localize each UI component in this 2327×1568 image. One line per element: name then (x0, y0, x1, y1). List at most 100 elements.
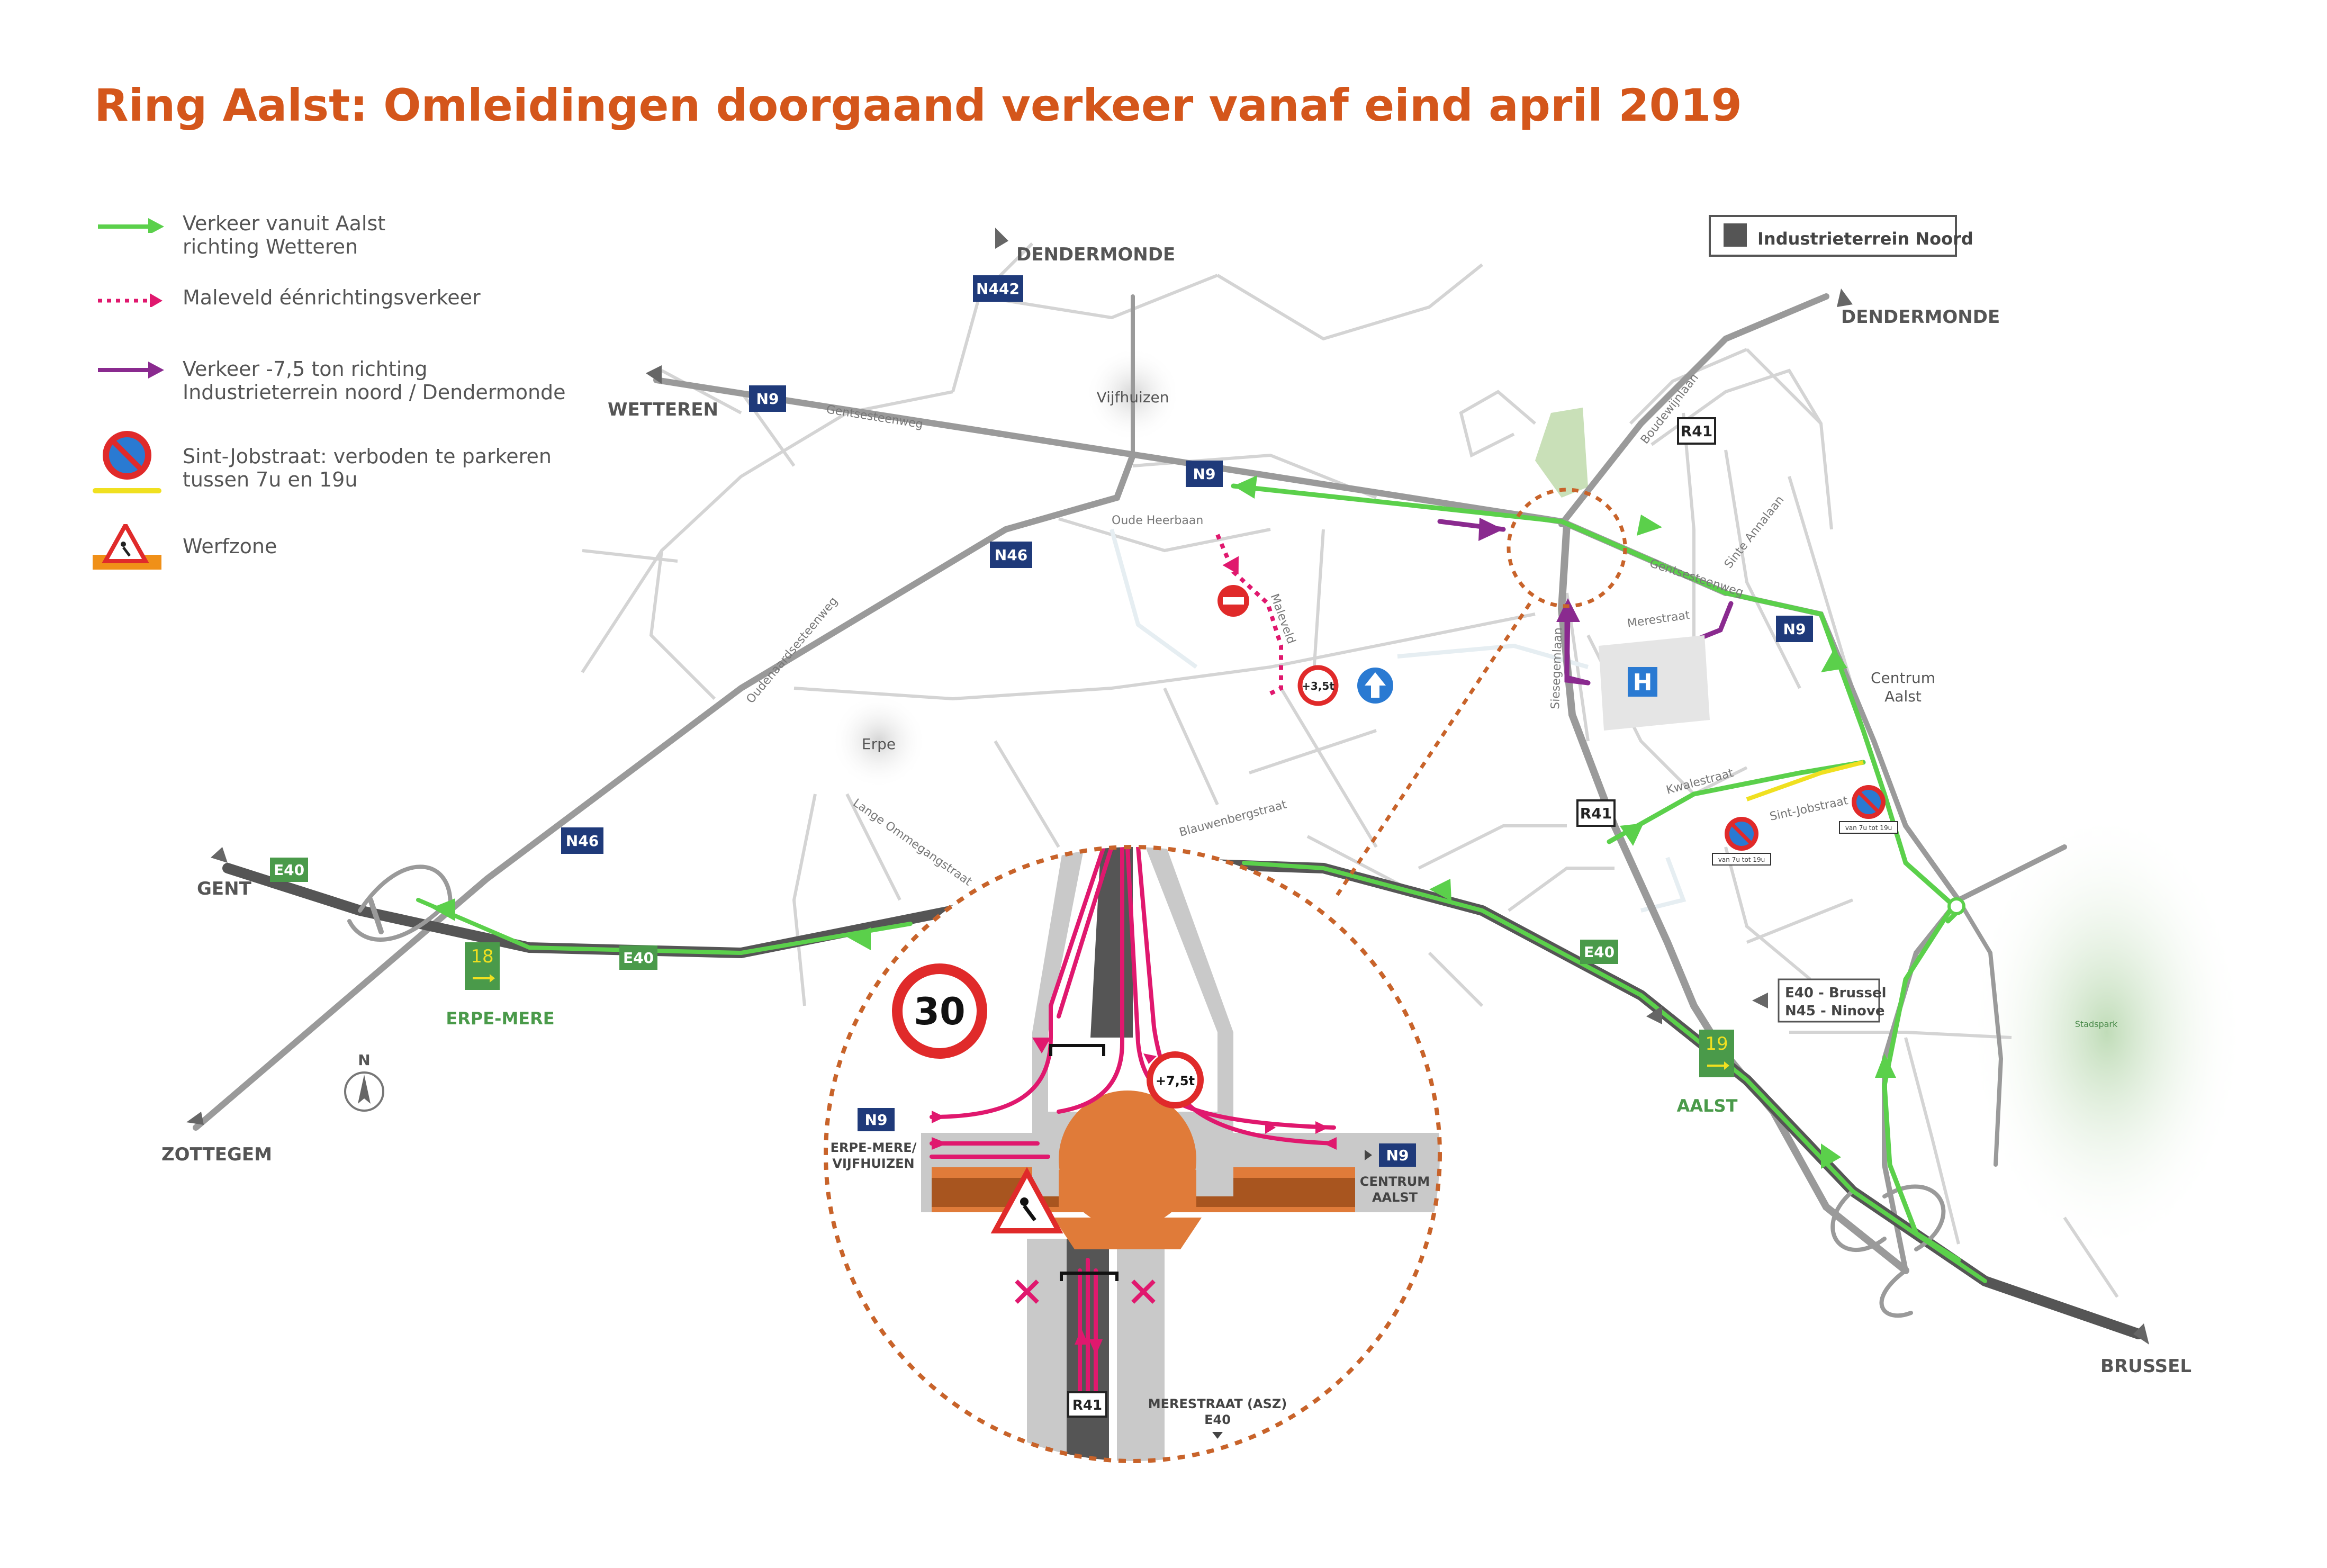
shield-e40-a: E40 (270, 858, 308, 882)
inset-label-left-1: ERPE-MERE/ (831, 1140, 917, 1155)
street-lange-ommegangstraat: Lange Ommegangstraat (851, 796, 975, 888)
roundabout-marker (1947, 897, 1965, 915)
inset-direction-right (1365, 1150, 1372, 1160)
factory-icon (1724, 223, 1747, 247)
purple-arrow-icon (98, 362, 164, 379)
svg-text:30: 30 (914, 990, 965, 1033)
svg-text:Industrieterrein Noord: Industrieterrein Noord (1757, 229, 1973, 249)
mandatory-direction-sign (1357, 668, 1393, 704)
speed-limit-30-sign: 30 (892, 963, 987, 1059)
erpe-area (831, 693, 926, 789)
stadspark-area (1969, 810, 2244, 1255)
detail-locator-circle (1507, 488, 1627, 608)
shield-e40-c: E40 (1580, 940, 1618, 964)
shield-n9-a: N9 (749, 385, 786, 412)
svg-text:N442: N442 (976, 280, 1020, 298)
svg-text:E40: E40 (274, 861, 304, 879)
legend-text: Maleveld éénrichtingsverkeer (183, 286, 481, 309)
svg-text:N45 - Ninove: N45 - Ninove (1785, 1003, 1884, 1019)
green-arrow-icon (98, 218, 164, 233)
svg-text:N46: N46 (566, 832, 599, 850)
svg-text:19: 19 (1705, 1033, 1728, 1055)
weight-limit-sign-35: +3,5t (1297, 665, 1339, 706)
roundabout-detail-inset: 30 +7,5t N9 N9 R41 ERPE-MERE/ VIJFHUIZEN… (824, 845, 1442, 1463)
detail-connector (1332, 602, 1531, 901)
exit-19-sign: 19 (1699, 1030, 1734, 1077)
minor-streets (581, 242, 2119, 1298)
street-blauwenbergstraat: Blauwenbergstraat (1178, 798, 1288, 839)
shield-n46-a: N46 (990, 542, 1032, 568)
legend-item-purple: Verkeer -7,5 ton richting Industrieterre… (93, 357, 566, 404)
label-gent: GENT (197, 878, 252, 899)
label-zottegem: ZOTTEGEM (161, 1144, 272, 1165)
inset-border (824, 845, 1442, 1463)
roadworks-warning-icon (990, 1167, 1063, 1233)
svg-text:N9: N9 (1386, 1147, 1409, 1164)
shield-r41-a: R41 (1677, 417, 1716, 445)
green-route (1231, 483, 1961, 1263)
legend-text: Werfzone (183, 535, 277, 558)
no-parking-icon (93, 431, 161, 493)
label-aalst: AALST (1677, 1096, 1738, 1116)
svg-text:van 7u tot 19u: van 7u tot 19u (1845, 824, 1892, 832)
svg-text:N9: N9 (756, 390, 779, 408)
label-erpe-mere: ERPE-MERE (446, 1008, 554, 1029)
label-centrum-aalst-2: Aalst (1884, 688, 1922, 705)
label-centrum-aalst-1: Centrum (1871, 669, 1935, 687)
dotted-pink-arrow-icon (98, 293, 163, 307)
label-erpe: Erpe (862, 735, 896, 753)
svg-text:18: 18 (471, 946, 493, 967)
street-siesegemlaan: Siesegemlaan (1549, 627, 1565, 709)
svg-text:N9: N9 (865, 1111, 888, 1129)
legend-item-no-parking: Sint-Jobstraat: verboden te parkeren tus… (93, 429, 552, 498)
svg-text:N9: N9 (1783, 620, 1806, 638)
svg-text:E40: E40 (1584, 943, 1615, 961)
green-patch (1535, 408, 1588, 498)
legend-item-green: Verkeer vanuit Aalst richting Wetteren (93, 212, 385, 258)
maleveld-arrow (1222, 556, 1239, 575)
inset-shield-n9-left: N9 (858, 1108, 895, 1131)
page-title: Ring Aalst: Omleidingen doorgaand verkee… (94, 79, 1743, 131)
svg-text:N: N (358, 1051, 370, 1069)
inset-label-right-2: AALST (1372, 1190, 1418, 1205)
inset-shield-r41: R41 (1067, 1391, 1107, 1418)
svg-text:E40 - Brussel: E40 - Brussel (1785, 985, 1886, 1001)
label-vijfhuizen: Vijfhuizen (1097, 389, 1169, 406)
street-sint-jobstraat: Sint-Jobstraat (1769, 794, 1850, 824)
label-wetteren: WETTEREN (608, 399, 718, 420)
label-dendermonde-right: DENDERMONDE (1841, 307, 2000, 328)
no-parking-sign-a: van 7u tot 19u (1712, 817, 1771, 866)
svg-text:R41: R41 (1072, 1398, 1102, 1413)
svg-text:E40: E40 (623, 949, 654, 967)
legend-text: Verkeer vanuit Aalst richting Wetteren (183, 212, 386, 258)
no-parking-sign-b: van 7u tot 19u (1839, 785, 1898, 834)
hospital-icon (1628, 667, 1657, 697)
svg-text:+3,5t: +3,5t (1302, 680, 1334, 692)
svg-text:van 7u tot 19u: van 7u tot 19u (1718, 856, 1765, 863)
shield-r41-b: R41 (1576, 799, 1616, 827)
svg-text:+7,5t: +7,5t (1156, 1074, 1195, 1088)
street-merestraat: Merestraat (1626, 609, 1691, 630)
hospital-letter: H (1633, 669, 1653, 696)
shield-n9-c: N9 (1776, 616, 1813, 642)
green-arrows (431, 475, 1896, 1169)
industrieterrein-box: Industrieterrein Noord (1709, 215, 1973, 257)
weight-limit-sign-75: +7,5t (1147, 1051, 1204, 1109)
inset-label-bottom-1: MERESTRAAT (ASZ) (1148, 1396, 1287, 1411)
inset-direction-down (1212, 1432, 1223, 1439)
svg-text:R41: R41 (1580, 805, 1612, 822)
direction-markers (186, 228, 2149, 1345)
legend-item-dotted-pink: Maleveld éénrichtingsverkeer (93, 286, 481, 309)
no-entry-sign (1217, 585, 1249, 617)
inset-shield-n9-right: N9 (1379, 1143, 1416, 1167)
shield-n442: N442 (973, 275, 1023, 302)
exit-info-box: E40 - Brussel N45 - Ninove (1778, 978, 1886, 1023)
shield-e40-b: E40 (619, 945, 657, 970)
north-arrow-icon: N (344, 1051, 384, 1112)
shield-n9-b: N9 (1186, 461, 1223, 487)
no-parking-street (1746, 760, 1864, 801)
label-dendermonde-top: DENDERMONDE (1016, 244, 1175, 265)
legend-text: Sint-Jobstraat: verboden te parkeren tus… (183, 445, 552, 491)
waterways (1110, 528, 1686, 913)
